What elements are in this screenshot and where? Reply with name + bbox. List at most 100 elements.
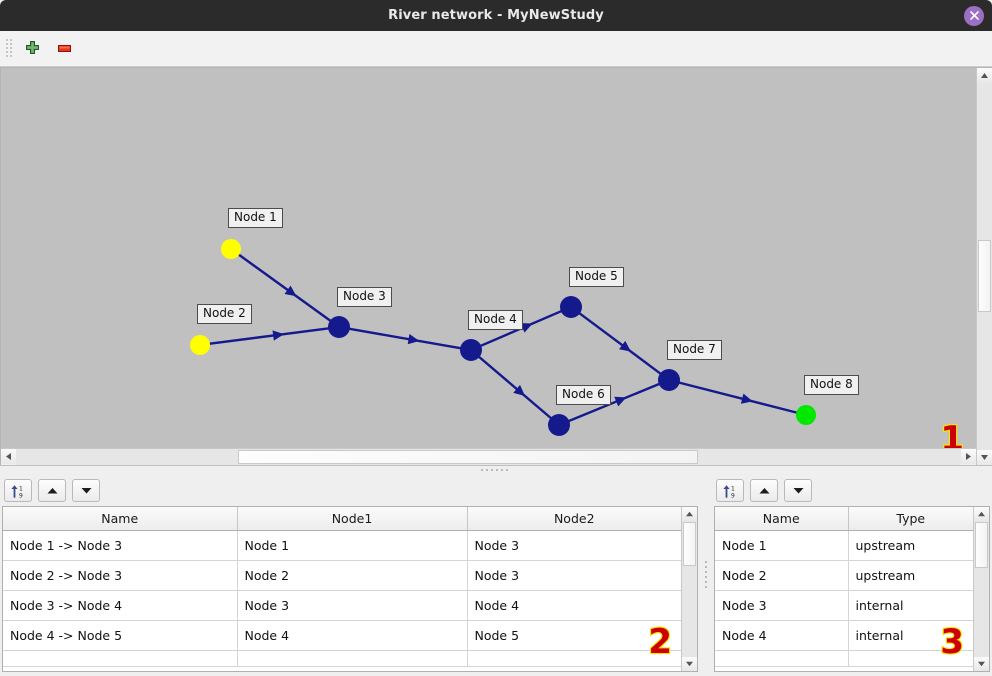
graph-node-node3[interactable] xyxy=(328,316,350,338)
triangle-down-icon xyxy=(978,661,985,667)
reaches-column-header-2[interactable]: Node2 xyxy=(467,507,681,531)
delete-node-button[interactable] xyxy=(51,36,77,62)
nodes-cell-r2-c0[interactable]: Node 3 xyxy=(715,590,849,621)
graph-node-node5[interactable] xyxy=(560,296,582,318)
reaches-cell-r2-c1[interactable]: Node 3 xyxy=(237,590,468,621)
graph-node-label-node1[interactable]: Node 1 xyxy=(228,208,283,228)
vscrollbar-thumb[interactable] xyxy=(978,240,991,312)
window-title: River network - MyNewStudy xyxy=(388,8,604,23)
reaches-cell-r0-c1[interactable]: Node 1 xyxy=(237,530,468,561)
graph-edge[interactable] xyxy=(578,312,662,375)
graph-edge[interactable] xyxy=(678,381,798,414)
graph-edge[interactable] xyxy=(237,253,332,323)
nodes-cell-r3-c0[interactable]: Node 4 xyxy=(715,620,849,651)
scroll-down-button[interactable] xyxy=(977,450,992,465)
graph-node-node2[interactable] xyxy=(190,335,210,355)
graph-node-node1[interactable] xyxy=(221,239,241,259)
horizontal-splitter[interactable] xyxy=(0,465,992,475)
reaches-cell-r2-c0[interactable]: Node 3 -> Node 4 xyxy=(3,590,238,621)
reaches-cell-empty-c0[interactable] xyxy=(3,650,238,667)
nodes-cell-r2-c1[interactable]: internal xyxy=(848,590,973,621)
nodes-cell-empty-c1[interactable] xyxy=(848,650,973,667)
reaches-cell-empty-c2[interactable] xyxy=(467,650,681,667)
nodes-vscrollbar-thumb[interactable] xyxy=(975,522,988,568)
graph-node-node6[interactable] xyxy=(548,414,570,436)
graph-edge[interactable] xyxy=(348,327,462,350)
reaches-move-up-button[interactable] xyxy=(38,479,66,502)
table-row-empty[interactable] xyxy=(3,650,681,667)
vertical-splitter[interactable] xyxy=(700,475,712,676)
nodes-scroll-up-button[interactable] xyxy=(974,507,989,521)
reaches-cell-r1-c0[interactable]: Node 2 -> Node 3 xyxy=(3,560,238,591)
add-node-button[interactable] xyxy=(19,36,45,62)
nodes-move-up-button[interactable] xyxy=(750,479,778,502)
graph-node-node7[interactable] xyxy=(658,369,680,391)
nodes-cell-r1-c0[interactable]: Node 2 xyxy=(715,560,849,591)
graph-node-label-node2[interactable]: Node 2 xyxy=(197,304,252,324)
graph-node-label-node8[interactable]: Node 8 xyxy=(804,375,859,395)
graph-edge[interactable] xyxy=(567,382,661,423)
reaches-cell-r3-c2[interactable]: Node 5 xyxy=(467,620,681,651)
graph-edge-arrow xyxy=(407,333,420,345)
graph-node-label-node6[interactable]: Node 6 xyxy=(556,385,611,405)
reaches-cell-r3-c1[interactable]: Node 4 xyxy=(237,620,468,651)
nodes-cell-r0-c1[interactable]: upstream xyxy=(848,530,973,561)
nodes-column-header-0[interactable]: Name xyxy=(715,507,849,531)
reaches-vscrollbar-thumb[interactable] xyxy=(683,522,696,566)
reaches-cell-r1-c2[interactable]: Node 3 xyxy=(467,560,681,591)
nodes-scroll-down-button[interactable] xyxy=(974,657,989,671)
graph-node-label-node5[interactable]: Node 5 xyxy=(569,267,624,287)
scroll-up-button[interactable] xyxy=(977,68,992,83)
graph-vertical-scrollbar[interactable] xyxy=(976,68,992,465)
nodes-cell-r0-c0[interactable]: Node 1 xyxy=(715,530,849,561)
graph-node-node8[interactable] xyxy=(796,405,816,425)
nodes-column-header-1[interactable]: Type xyxy=(848,507,973,531)
graph-horizontal-scrollbar[interactable] xyxy=(1,448,976,465)
reaches-column-header-1[interactable]: Node1 xyxy=(237,507,468,531)
graph-node-label-node7[interactable]: Node 7 xyxy=(667,340,722,360)
nodes-cell-empty-c0[interactable] xyxy=(715,650,849,667)
graph-edge[interactable] xyxy=(208,327,330,346)
hscrollbar-thumb[interactable] xyxy=(238,450,698,464)
reaches-scroll-down-button[interactable] xyxy=(682,657,697,671)
network-graph-pane[interactable]: Node 1 Node 2 Node 3 Node 4 Node 5 Node 6 Node… xyxy=(0,67,992,465)
reaches-vertical-scrollbar[interactable] xyxy=(681,507,697,671)
network-graph-canvas[interactable]: Node 1 Node 2 Node 3 Node 4 Node 5 Node 6 Node… xyxy=(1,68,992,465)
reaches-cell-r0-c2[interactable]: Node 3 xyxy=(467,530,681,561)
reaches-cell-empty-c1[interactable] xyxy=(237,650,468,667)
graph-node-node4[interactable] xyxy=(460,339,482,361)
reaches-toolbar: 1 9 xyxy=(0,475,700,506)
graph-node-label-node4[interactable]: Node 4 xyxy=(468,310,523,330)
nodes-move-down-button[interactable] xyxy=(784,479,812,502)
reaches-sort-button[interactable]: 1 9 xyxy=(4,479,32,502)
reaches-column-header-0[interactable]: Name xyxy=(3,507,238,531)
reaches-scroll-up-button[interactable] xyxy=(682,507,697,521)
nodes-cell-r1-c1[interactable]: upstream xyxy=(848,560,973,591)
toolbar-grip[interactable] xyxy=(6,38,13,59)
reaches-cell-r1-c1[interactable]: Node 2 xyxy=(237,560,468,591)
reaches-cell-r0-c0[interactable]: Node 1 -> Node 3 xyxy=(3,530,238,561)
reaches-cell-r3-c0[interactable]: Node 4 -> Node 5 xyxy=(3,620,238,651)
nodes-cell-r3-c1[interactable]: internal xyxy=(848,620,973,651)
reaches-cell-r2-c2[interactable]: Node 4 xyxy=(467,590,681,621)
nodes-vertical-scrollbar[interactable] xyxy=(973,507,989,671)
reaches-move-down-button[interactable] xyxy=(72,479,100,502)
graph-edge[interactable] xyxy=(477,355,553,420)
close-button[interactable] xyxy=(964,5,984,26)
scroll-right-button[interactable] xyxy=(961,449,976,464)
graph-node-label-node3[interactable]: Node 3 xyxy=(337,287,392,307)
scroll-left-button[interactable] xyxy=(1,449,16,464)
nodes-sort-button[interactable]: 1 9 xyxy=(716,479,744,502)
table-row-empty[interactable] xyxy=(715,650,973,667)
